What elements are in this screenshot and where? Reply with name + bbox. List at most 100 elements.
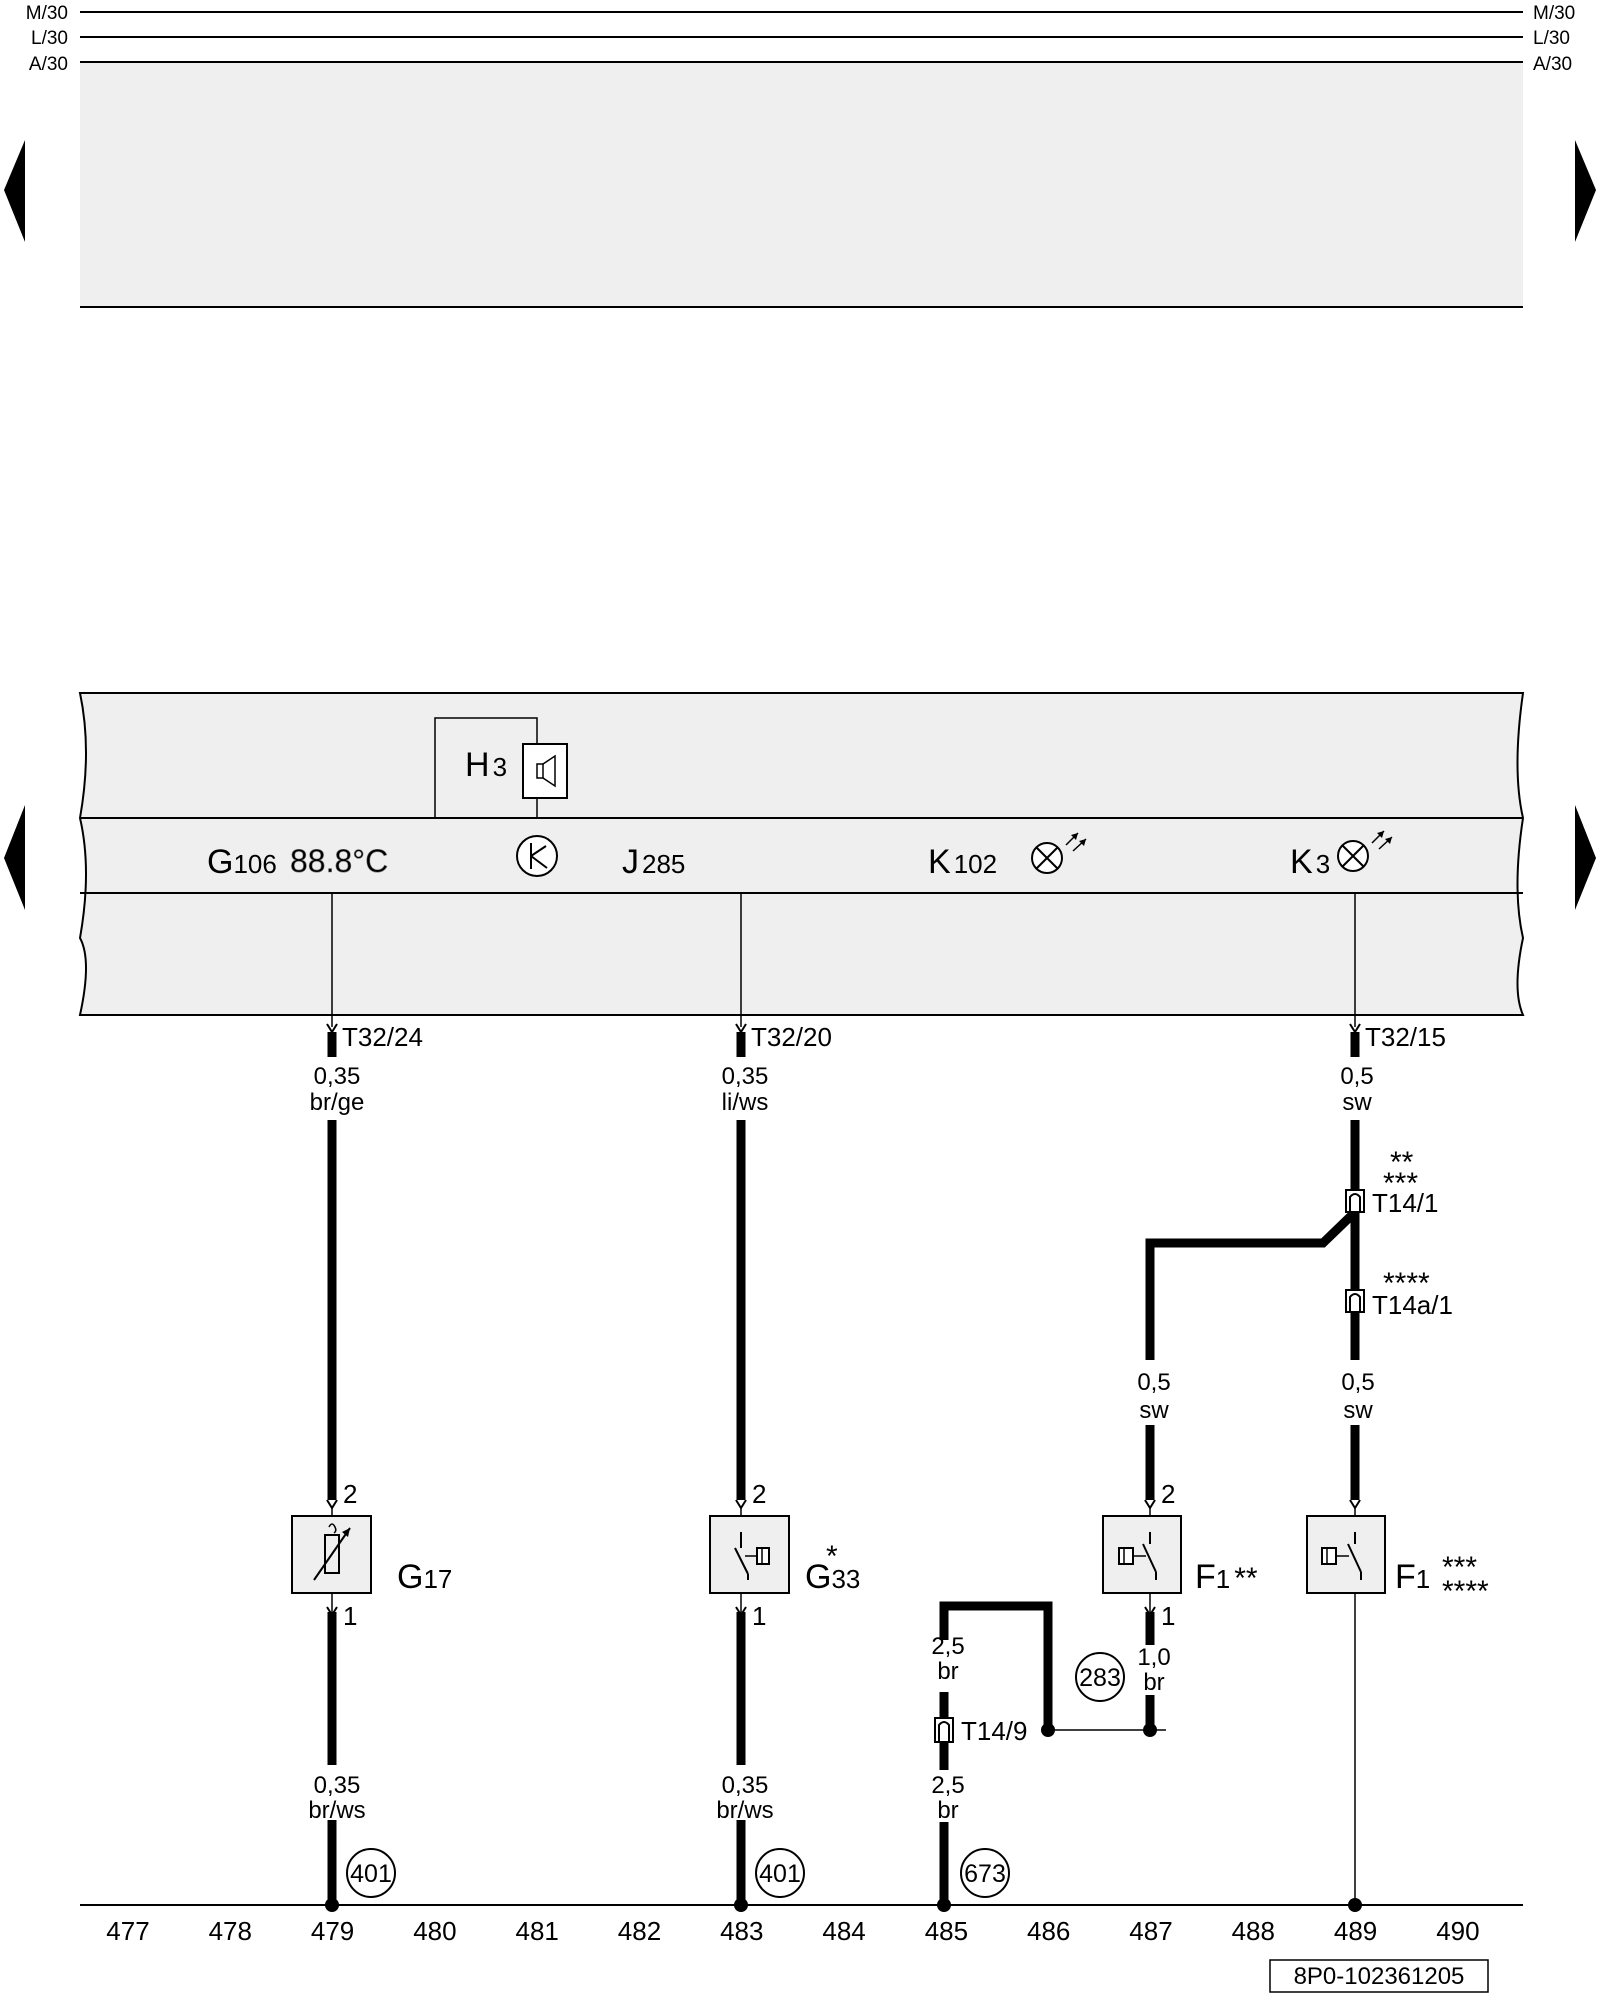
pin-number: 2	[1161, 1479, 1175, 1509]
variant-mark: ***	[1442, 1551, 1477, 1584]
wire-size: 0,35	[314, 1063, 361, 1090]
connector-label: T32/24	[342, 1022, 423, 1052]
component-label-f1: F1	[1395, 1558, 1430, 1596]
pin-number: 1	[343, 1601, 357, 1631]
wire-color: br	[937, 1658, 958, 1685]
g33-sensor-box	[709, 1515, 790, 1594]
column-number: 487	[1129, 1916, 1172, 1946]
column-number: 486	[1027, 1916, 1070, 1946]
previous-page-arrow-icon[interactable]	[4, 805, 25, 910]
wire	[1145, 1211, 1356, 1360]
level-switch-icon	[734, 1532, 770, 1580]
component-label-g17: G17	[397, 1558, 452, 1596]
document-code-box	[1269, 1959, 1489, 1993]
buzzer-icon	[522, 743, 568, 799]
warning-lamp-icon	[1337, 830, 1393, 872]
wire	[939, 1601, 1053, 1730]
column-number: 483	[720, 1916, 763, 1946]
column-number: 482	[618, 1916, 661, 1946]
column-number: 484	[822, 1916, 865, 1946]
ground-reference	[346, 1848, 396, 1898]
junction-dot	[1041, 1723, 1055, 1737]
variant-mark: ***	[1383, 1167, 1418, 1200]
column-number: 480	[413, 1916, 456, 1946]
wire-color: br	[1143, 1669, 1164, 1696]
pressure-switch-icon	[1118, 1532, 1157, 1580]
f1-switch-box	[1306, 1515, 1386, 1594]
wire-size: 0,35	[722, 1772, 769, 1799]
pin-number: 2	[752, 1479, 766, 1509]
column-number: 489	[1334, 1916, 1377, 1946]
component-label-g106: G106	[207, 843, 277, 881]
g17-sensor-box	[291, 1515, 372, 1594]
wire-size: 0,35	[314, 1772, 361, 1799]
column-number: 488	[1232, 1916, 1275, 1946]
temperature-display: 88.8°C	[290, 843, 388, 879]
connector-label: T14a/1	[1372, 1290, 1453, 1320]
pin-number: 1	[752, 1601, 766, 1631]
ground-reference	[1075, 1652, 1125, 1702]
ground-reference	[960, 1848, 1010, 1898]
buzzer-icon	[542, 754, 556, 788]
column-number: 477	[106, 1916, 149, 1946]
ground-reference-number: 673	[964, 1860, 1006, 1888]
wire-color: sw	[1139, 1397, 1169, 1424]
document-code: 8P0-102361205	[1294, 1963, 1465, 1990]
variant-mark: **	[1390, 1146, 1414, 1179]
column-number: 490	[1436, 1916, 1479, 1946]
wire-color: br/ge	[310, 1089, 365, 1116]
column-number: 478	[209, 1916, 252, 1946]
wire-size: 2,5	[931, 1772, 964, 1799]
column-number: 481	[516, 1916, 559, 1946]
ground-reference-number: 401	[759, 1860, 801, 1888]
buzzer-icon	[536, 763, 544, 779]
connector-label: T32/20	[751, 1022, 832, 1052]
column-numbers: 477 478 479 480 481 482 483 484 485 486 487 488 489 4…	[106, 1916, 1479, 1946]
rail-label-right: L/30	[1533, 28, 1570, 49]
inline-connector-icon	[934, 1717, 954, 1743]
inline-connector-icon	[1345, 1189, 1365, 1213]
wire-color: br/ws	[308, 1797, 365, 1824]
junction-dot	[1143, 1723, 1157, 1737]
rail-label-right: M/30	[1533, 3, 1575, 24]
wire-color: sw	[1343, 1397, 1373, 1424]
f1-switch-box	[1102, 1515, 1182, 1594]
component-label-f1: F1**	[1195, 1558, 1258, 1596]
connector-label: T14/1	[1372, 1188, 1439, 1218]
rail-label-left: L/30	[31, 28, 68, 49]
variant-mark: *	[826, 1540, 838, 1573]
rail-label-left: M/30	[26, 3, 68, 24]
ground-reference	[755, 1848, 805, 1898]
wire-color: br/ws	[716, 1797, 773, 1824]
pressure-switch-icon	[1321, 1532, 1362, 1580]
inline-connector-icon	[1345, 1289, 1365, 1313]
wire-size: 2,5	[931, 1633, 964, 1660]
rail-panel	[80, 62, 1523, 307]
variant-mark: ****	[1383, 1267, 1430, 1300]
component-label-g33: G33	[805, 1558, 860, 1596]
next-page-arrow-icon[interactable]	[1575, 140, 1596, 242]
wire-size: 1,0	[1137, 1644, 1170, 1671]
ground-reference-number: 283	[1079, 1664, 1121, 1692]
rail-label-left: A/30	[29, 54, 68, 75]
connector-label: T32/15	[1365, 1022, 1446, 1052]
column-number: 479	[311, 1916, 354, 1946]
wire-size: 0,35	[722, 1063, 769, 1090]
rail-label-right: A/30	[1533, 54, 1572, 75]
pin-number: 2	[343, 1479, 357, 1509]
column-number: 485	[925, 1916, 968, 1946]
warning-lamp-icon	[1031, 832, 1087, 874]
next-page-arrow-icon[interactable]	[1575, 805, 1596, 910]
previous-page-arrow-icon[interactable]	[4, 140, 25, 242]
variant-mark: ****	[1442, 1575, 1489, 1608]
wire-color: li/ws	[722, 1089, 769, 1116]
gauge-icon	[530, 845, 547, 857]
pin-number: 1	[1161, 1601, 1175, 1631]
thermistor-icon	[313, 1523, 351, 1581]
connector-label: T14/9	[961, 1716, 1028, 1746]
